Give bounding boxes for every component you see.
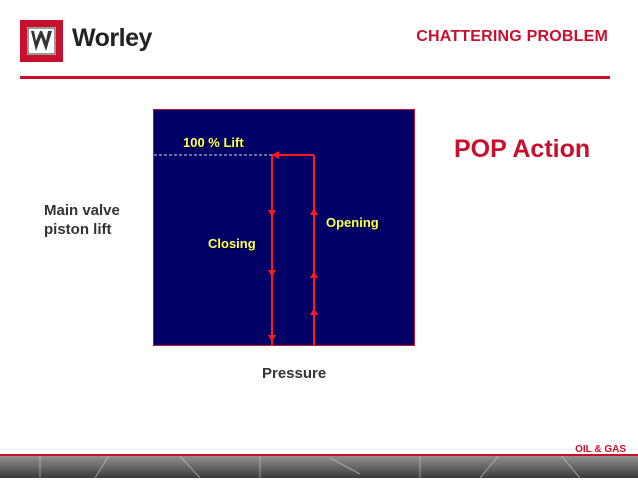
worley-logo-icon — [20, 20, 63, 62]
y-axis-label-line1: Main valve — [44, 202, 120, 219]
closing-label: Closing — [208, 236, 256, 251]
plateau-arrow-icon — [272, 151, 279, 159]
opening-label: Opening — [326, 215, 379, 230]
pop-action-title: POP Action — [454, 135, 591, 163]
brand-name: Worley — [72, 24, 152, 52]
footer-graphic — [0, 453, 638, 479]
diagram-svg — [154, 151, 318, 346]
slide-title: CHATTERING PROBLEM — [416, 28, 608, 45]
header-divider — [20, 76, 610, 79]
lift-pressure-diagram — [153, 109, 415, 346]
y-axis-label: Main valve piston lift — [44, 201, 120, 239]
closing-arrow-icon — [268, 210, 276, 217]
opening-arrow-icon — [310, 308, 318, 315]
footer-division-label: OIL & GAS — [575, 444, 626, 455]
footer-divider — [0, 454, 638, 456]
closing-arrow-icon — [268, 335, 276, 342]
y-axis-label-line2: piston lift — [44, 221, 112, 238]
opening-arrow-icon — [310, 271, 318, 278]
full-lift-label: 100 % Lift — [183, 135, 244, 150]
x-axis-label: Pressure — [262, 365, 327, 382]
opening-arrow-icon — [310, 208, 318, 215]
closing-arrow-icon — [268, 270, 276, 277]
